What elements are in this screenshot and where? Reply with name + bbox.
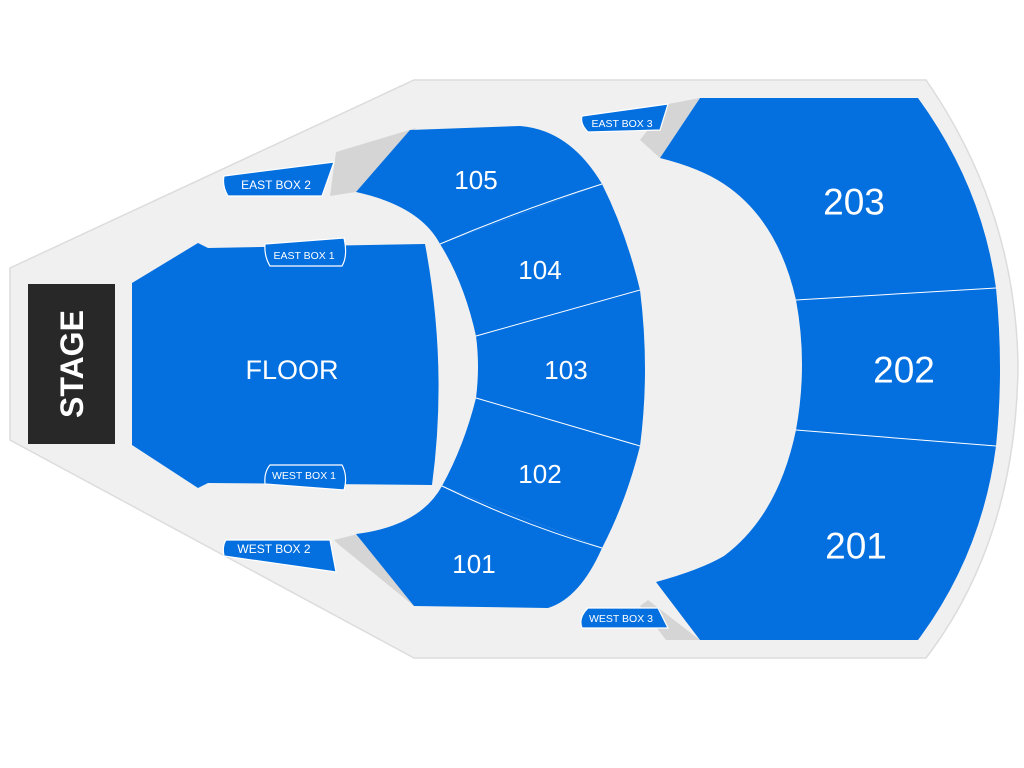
east-box-3[interactable] — [581, 103, 669, 133]
section-103[interactable] — [476, 290, 645, 446]
section-104[interactable] — [440, 184, 640, 336]
east-box-1[interactable] — [264, 237, 347, 267]
stage — [28, 284, 115, 444]
section-105[interactable] — [356, 126, 602, 244]
west-box-2[interactable] — [222, 539, 337, 573]
divider — [439, 183, 603, 245]
divider — [441, 485, 603, 549]
section-202[interactable] — [796, 288, 1000, 446]
aisle-shadow — [330, 128, 416, 196]
section-101[interactable] — [356, 486, 602, 608]
west-box-1[interactable] — [264, 464, 347, 491]
divider — [475, 289, 641, 337]
aisle-shadow — [640, 98, 700, 158]
east-box-2[interactable] — [222, 161, 335, 197]
west-box-3[interactable] — [580, 607, 669, 629]
section-102[interactable] — [442, 398, 640, 548]
section-203[interactable] — [660, 98, 996, 300]
divider — [795, 429, 997, 447]
aisle-shadow — [334, 534, 414, 606]
divider — [475, 397, 641, 447]
section-201[interactable] — [656, 430, 996, 640]
floor-section[interactable] — [132, 243, 439, 488]
divider — [795, 287, 997, 301]
